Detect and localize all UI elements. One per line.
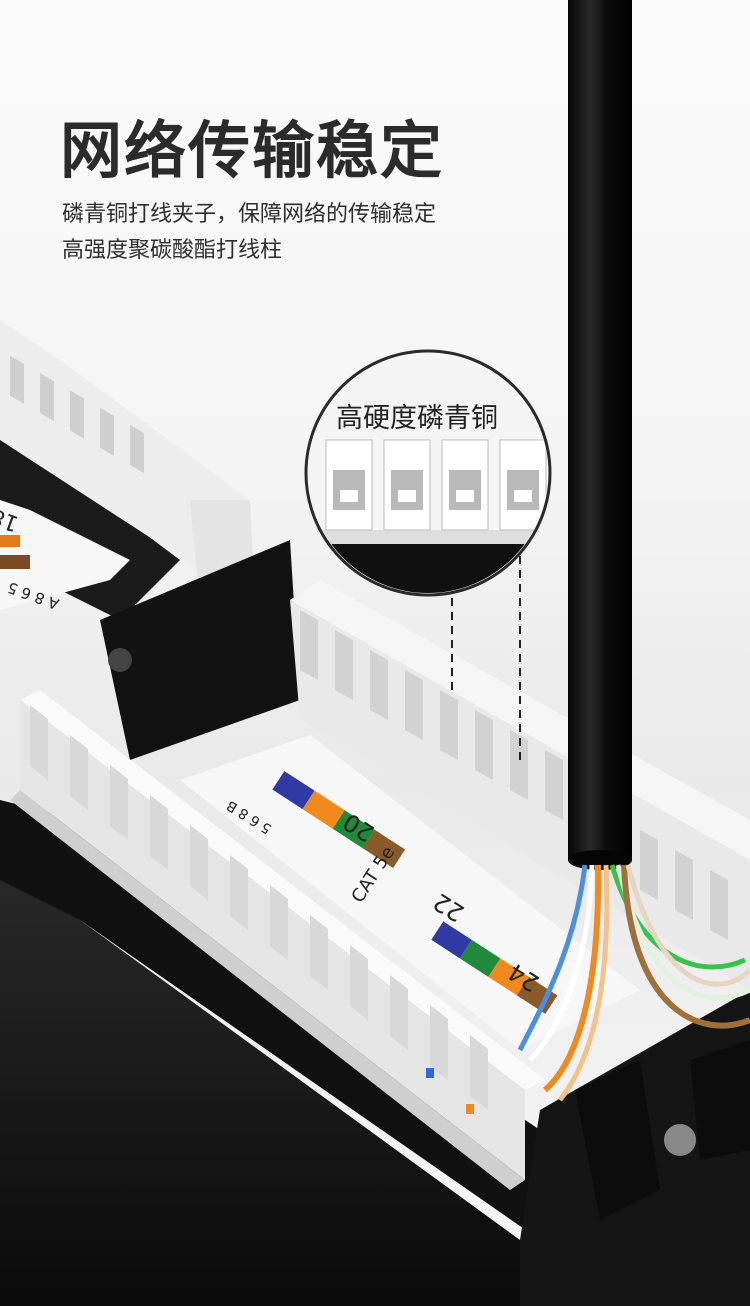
port-24-color-code [431, 921, 558, 1014]
pair-orange-swatch [0, 535, 20, 547]
idc-slots-right [300, 610, 728, 940]
page-title: 网络传输稳定 [60, 114, 445, 187]
housing [0, 540, 750, 1306]
feature-line-1: 磷青铜打线夹子，保障网络的传输稳定 [62, 202, 437, 227]
port-label-18: 18 [0, 503, 22, 536]
magnifier-callout [304, 349, 552, 597]
screw-icon [664, 1124, 696, 1156]
front-label-panel: 20 22 24 CAT 5e 5 6 8 B [180, 735, 640, 1050]
feature-line-2: 高强度聚碳酸酯打线柱 [62, 238, 283, 263]
pair-brown-swatch [0, 555, 30, 569]
network-cable [517, 0, 750, 1102]
wire-cap-orange [466, 1104, 474, 1114]
port-20-color-code [272, 771, 406, 868]
magnifier-label: 高硬度磷青铜 [336, 403, 498, 434]
idc-slots-front [30, 705, 488, 1110]
rear-punch-block: 18 A 8 6 5 [0, 320, 255, 620]
idc-contacts-magnified [325, 439, 547, 531]
punch-down-strip-front [10, 690, 545, 1190]
wire-cap-blue [426, 1068, 434, 1078]
screw-icon-rear [108, 648, 132, 672]
